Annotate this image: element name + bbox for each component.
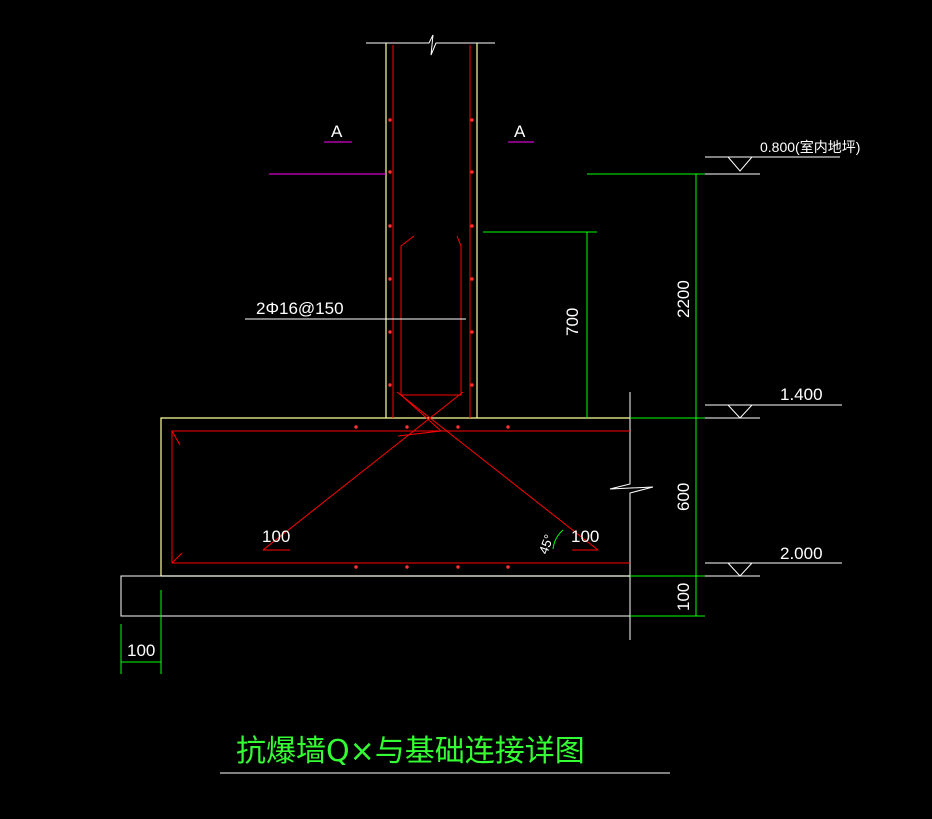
wall-break-line bbox=[366, 34, 495, 56]
dim-anchor-length: 700 bbox=[563, 308, 582, 336]
dim-footing-thickness: 600 bbox=[674, 483, 693, 511]
elevation-middle: 1.400 bbox=[780, 385, 823, 404]
drawing-title: 抗爆墙Q×与基础连接详图 bbox=[236, 734, 585, 769]
section-markers: A A bbox=[269, 122, 534, 175]
rebar-dots bbox=[354, 118, 510, 569]
wall-outline bbox=[385, 43, 478, 418]
dim-hook-left: 100 bbox=[262, 527, 290, 546]
level-symbols bbox=[705, 156, 842, 577]
wall-rebars bbox=[171, 45, 630, 564]
dimension-lines bbox=[120, 173, 705, 674]
cushion-layer bbox=[120, 575, 630, 617]
rebar-note: 2Φ16@150 bbox=[245, 299, 466, 320]
dim-cushion-overhang: 100 bbox=[127, 641, 155, 660]
elevation-bottom: 2.000 bbox=[780, 544, 823, 563]
elevation-top: 0.800(室内地坪) bbox=[760, 139, 860, 155]
dim-angle: 45° bbox=[536, 532, 557, 556]
dim-hook-right: 100 bbox=[571, 527, 599, 546]
dim-wall-height: 2200 bbox=[674, 280, 693, 318]
footing-break-line bbox=[609, 392, 654, 640]
dim-cushion-thickness: 100 bbox=[674, 583, 693, 611]
section-mark-left: A bbox=[331, 122, 343, 141]
rebar-note-text: 2Φ16@150 bbox=[256, 299, 344, 318]
section-mark-right: A bbox=[514, 122, 526, 141]
